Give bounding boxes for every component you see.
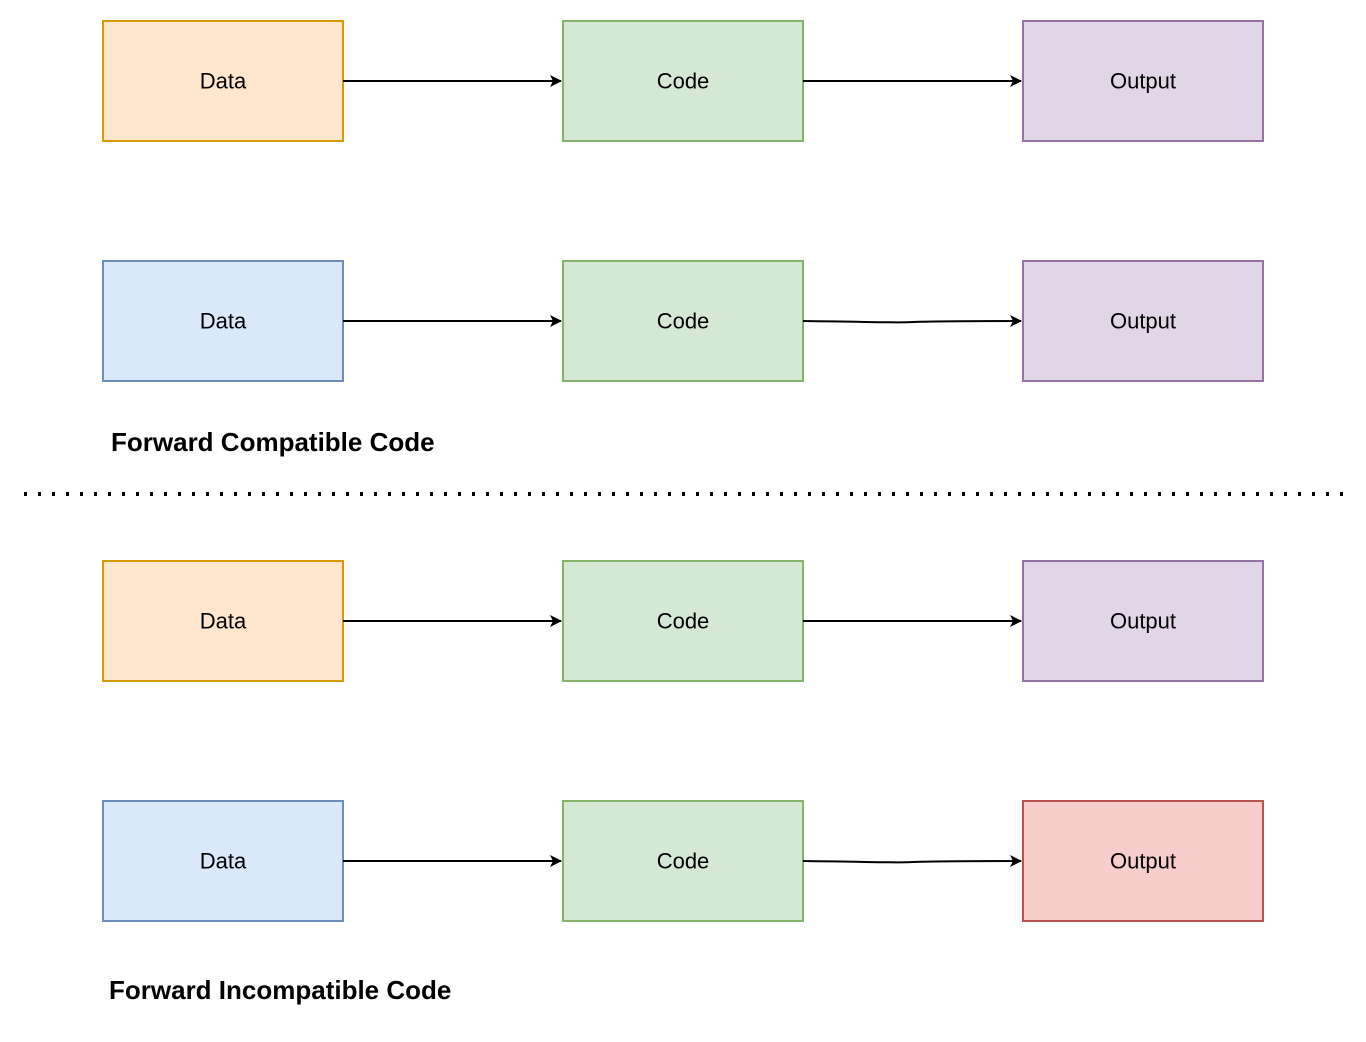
diagram-row: Data Code Output [102, 560, 1264, 682]
code-node-label: Code [657, 69, 710, 94]
section-forward-compatible: Data Code Output Data Code Output Forwar… [102, 20, 1264, 457]
data-node [102, 800, 344, 922]
data-node [102, 20, 344, 142]
section-title: Forward Incompatible Code [109, 975, 451, 1005]
output-node [1022, 20, 1264, 142]
diagram-row: Data Code Output [102, 260, 1264, 382]
output-node-label: Output [1110, 849, 1176, 874]
code-node-label: Code [657, 309, 710, 334]
diagram-row: Data Code Output [102, 800, 1264, 922]
output-node-label: Output [1110, 609, 1176, 634]
section-forward-incompatible: Data Code Output Data Code Output Forwar… [102, 560, 1264, 1005]
diagram-row: Data Code Output [102, 20, 1264, 142]
code-node [562, 560, 804, 682]
data-node [102, 260, 344, 382]
code-node [562, 800, 804, 922]
section-title: Forward Compatible Code [111, 427, 435, 457]
code-node [562, 20, 804, 142]
data-node [102, 560, 344, 682]
code-to-output-arrow [802, 315, 1022, 328]
code-to-output-arrow [802, 855, 1022, 868]
data-node-label: Data [200, 609, 247, 634]
data-node-label: Data [200, 309, 247, 334]
code-node-label: Code [657, 609, 710, 634]
data-node-label: Data [200, 849, 247, 874]
output-node [1022, 560, 1264, 682]
output-node [1022, 800, 1264, 922]
output-node-label: Output [1110, 69, 1176, 94]
data-node-label: Data [200, 69, 247, 94]
code-node-label: Code [657, 849, 710, 874]
output-node [1022, 260, 1264, 382]
output-node-label: Output [1110, 309, 1176, 334]
